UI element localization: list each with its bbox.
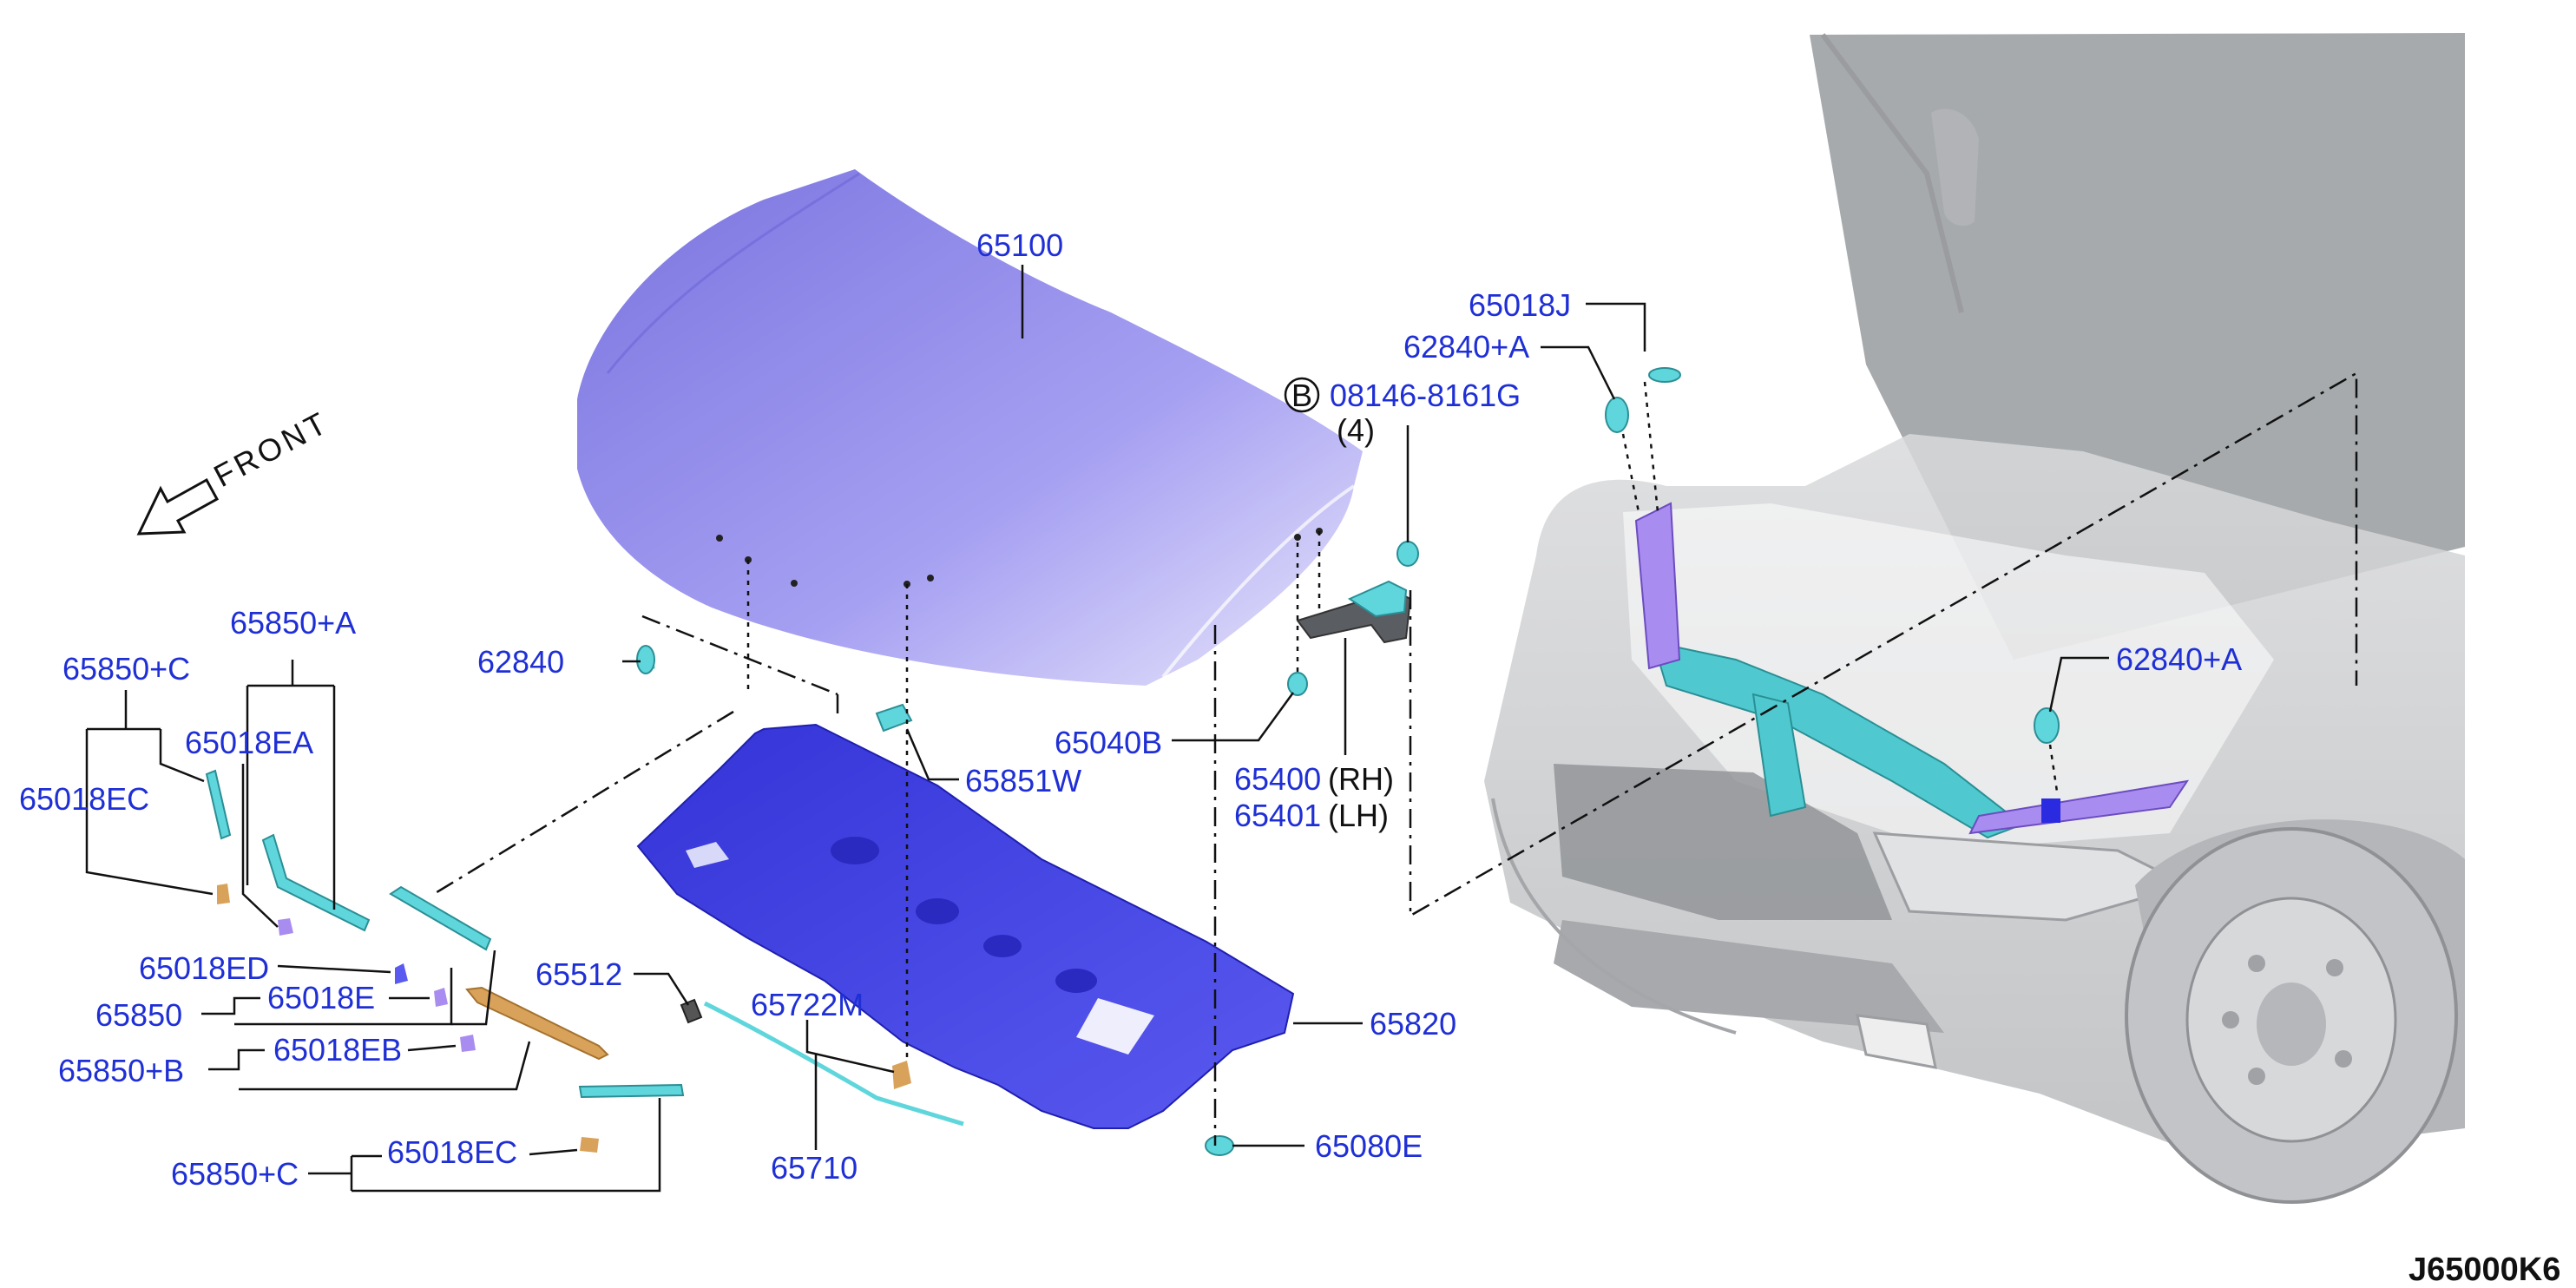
- label-65850b[interactable]: 65850+B: [58, 1053, 184, 1088]
- label-65850[interactable]: 65850: [95, 997, 182, 1033]
- label-65401[interactable]: 65401: [1234, 798, 1321, 833]
- label-65722m[interactable]: 65722M: [751, 987, 864, 1022]
- label-65710[interactable]: 65710: [771, 1150, 858, 1186]
- label-65400[interactable]: 65400: [1234, 761, 1321, 797]
- label-65018ed[interactable]: 65018ED: [139, 950, 269, 986]
- label-65018ec-top[interactable]: 65018EC: [19, 781, 149, 817]
- label-65100[interactable]: 65100: [976, 227, 1063, 263]
- label-62840a-top[interactable]: 62840+A: [1403, 329, 1529, 365]
- label-65018j[interactable]: 65018J: [1469, 287, 1571, 323]
- front-label: FRONT: [208, 404, 335, 494]
- label-65850c-bottom[interactable]: 65850+C: [171, 1156, 299, 1192]
- label-62840[interactable]: 62840: [477, 644, 564, 680]
- label-65040b[interactable]: 65040B: [1055, 725, 1162, 760]
- figure-code: J65000K6: [2408, 1252, 2560, 1288]
- small-parts: [636, 367, 2060, 1156]
- hood-hinge: [1296, 580, 1412, 644]
- hood-seals: [205, 769, 685, 1153]
- bolt-marker-circle: [1284, 377, 1320, 413]
- label-65080e[interactable]: 65080E: [1315, 1128, 1423, 1164]
- label-65018ec-bottom[interactable]: 65018EC: [387, 1134, 517, 1170]
- leader-lines: [85, 265, 2358, 1193]
- label-08146-8161g[interactable]: 08146-8161G: [1330, 378, 1521, 413]
- label-65820[interactable]: 65820: [1370, 1006, 1456, 1042]
- label-65512[interactable]: 65512: [536, 956, 622, 992]
- label-65018ea[interactable]: 65018EA: [185, 725, 313, 760]
- label-65851w[interactable]: 65851W: [965, 763, 1081, 798]
- hood-latch-support: [1634, 502, 2190, 835]
- bolt-marker-letter: B: [1291, 378, 1312, 413]
- label-65850a[interactable]: 65850+A: [230, 605, 356, 641]
- label-65401-side: (LH): [1328, 798, 1389, 833]
- hood-insulator: [636, 723, 1295, 1129]
- label-62840a-right[interactable]: 62840+A: [2116, 641, 2242, 677]
- car-body-illustration: [1484, 33, 2465, 1204]
- label-08146-qty: (4): [1337, 412, 1375, 448]
- label-65850c-top[interactable]: 65850+C: [62, 651, 190, 687]
- radiator-core-support: [1652, 641, 2025, 839]
- front-direction-arrow: [136, 477, 220, 536]
- label-65018eb[interactable]: 65018EB: [273, 1032, 402, 1068]
- part-labels: 65100 65018J 62840+A B 08146-8161G (4) 6…: [19, 227, 2242, 1192]
- label-65400-side: (RH): [1328, 761, 1394, 797]
- hood-panel: [577, 169, 1363, 686]
- label-65018e[interactable]: 65018E: [267, 980, 375, 1015]
